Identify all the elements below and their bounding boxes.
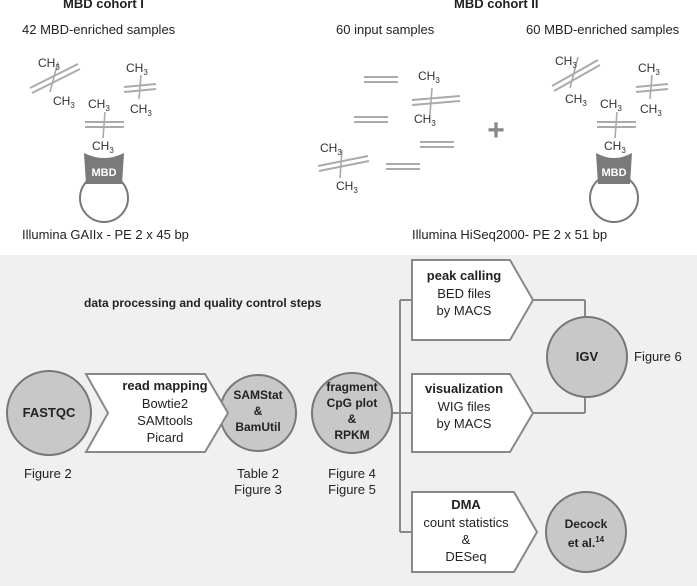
plus-sign: + [487, 114, 505, 147]
read-mapping-tool-2: SAMtools [137, 413, 193, 428]
cohort2-input-samples: 60 input samples [336, 22, 435, 37]
cohort1-platform: Illumina GAIIx - PE 2 x 45 bp [22, 227, 189, 242]
samstat-line-3: BamUtil [235, 420, 281, 434]
cohort1-title: MBD cohort I [63, 0, 144, 11]
fragment-ref-1: Figure 4 [328, 466, 376, 481]
cohort2-enriched-samples: 60 MBD-enriched samples [526, 22, 680, 37]
visualization-title: visualization [424, 381, 504, 396]
samstat-ref-1: Table 2 [237, 466, 279, 481]
ch3-label: CH3 [418, 69, 440, 85]
ch3-label: CH3 [640, 102, 662, 118]
fragment-ref-2: Figure 5 [328, 482, 376, 497]
ch3-label: CH3 [600, 97, 622, 113]
samstat-line-2: & [253, 404, 263, 418]
read-mapping-title: read mapping [122, 378, 208, 393]
cohort1-dna-group [29, 61, 157, 139]
ch3-label: CH3 [53, 94, 75, 110]
fragment-line-4: RPKM [334, 428, 370, 442]
cohort2-enriched-dna-group [551, 56, 669, 139]
igv-ref: Figure 6 [634, 349, 682, 364]
igv-node [546, 316, 628, 398]
dma-arrow [411, 491, 539, 573]
dma-title: DMA [451, 497, 481, 512]
ch3-label: CH3 [126, 61, 148, 77]
ch3-label: CH3 [414, 112, 436, 128]
samstat-ref-2: Figure 3 [234, 482, 282, 497]
peak-calling-arrow [411, 259, 535, 341]
mbd-label: MBD [601, 167, 626, 179]
ch3-label: CH3 [38, 56, 60, 72]
read-mapping-tool-1: Bowtie2 [141, 396, 189, 411]
mbd-label: MBD [91, 167, 116, 179]
cohort1-mbd-protein: MBD [79, 153, 129, 223]
cohort2-input-dna-group [317, 76, 461, 179]
fastqc-ref: Figure 2 [24, 466, 72, 481]
ch3-label: CH3 [638, 61, 660, 77]
fragment-node [311, 372, 393, 454]
ch3-label: CH3 [130, 102, 152, 118]
ch3-label: CH3 [555, 54, 577, 70]
workflow-heading: data processing and quality control step… [84, 296, 322, 310]
visualization-line-1: WIG files [437, 399, 491, 414]
cohort1-methyl-labels: CH3 CH3 CH3 CH3 CH3 CH3 [38, 56, 152, 155]
dma-line-3: DESeq [445, 549, 487, 564]
decock-node [545, 491, 627, 573]
decock-etal: et al. [567, 536, 596, 550]
cohort2-input-methyl-labels: CH3 CH3 CH3 CH3 [320, 69, 440, 195]
decock-name: Decock [564, 517, 608, 531]
cohort1-samples: 42 MBD-enriched samples [22, 22, 176, 37]
peak-calling-title: peak calling [426, 268, 502, 283]
read-mapping-arrow [84, 373, 230, 453]
cohort2-enriched-methyl-labels: CH3 CH3 CH3 CH3 CH3 CH3 [555, 54, 662, 155]
dma-line-1: count statistics [423, 515, 509, 530]
visualization-arrow [411, 373, 535, 453]
fragment-line-2: CpG plot [326, 396, 378, 410]
cohort2-platform: Illumina HiSeq2000- PE 2 x 51 bp [412, 227, 608, 242]
dma-line-2: & [461, 532, 471, 547]
samstat-line-1: SAMStat [233, 388, 283, 402]
ch3-label: CH3 [92, 139, 114, 155]
decock-label: Decock et al.14 [546, 516, 626, 551]
cohort2-title: MBD cohort II [454, 0, 539, 11]
read-mapping-tool-3: Picard [146, 430, 184, 445]
cohort2-mbd-protein: MBD [589, 153, 639, 223]
fragment-line-1: fragment [326, 380, 378, 394]
peak-calling-line-2: by MACS [436, 303, 492, 318]
ch3-label: CH3 [336, 179, 358, 195]
ch3-label: CH3 [88, 97, 110, 113]
fastqc-label: FASTQC [22, 405, 76, 420]
workflow-connectors [392, 299, 586, 533]
peak-calling-line-1: BED files [437, 286, 491, 301]
decock-citation: 14 [595, 535, 605, 544]
ch3-label: CH3 [604, 139, 626, 155]
ch3-label: CH3 [320, 141, 342, 157]
fastqc-node [6, 370, 92, 456]
visualization-line-2: by MACS [436, 416, 492, 431]
fragment-line-3: & [347, 412, 357, 426]
ch3-label: CH3 [565, 92, 587, 108]
igv-label: IGV [575, 349, 599, 364]
